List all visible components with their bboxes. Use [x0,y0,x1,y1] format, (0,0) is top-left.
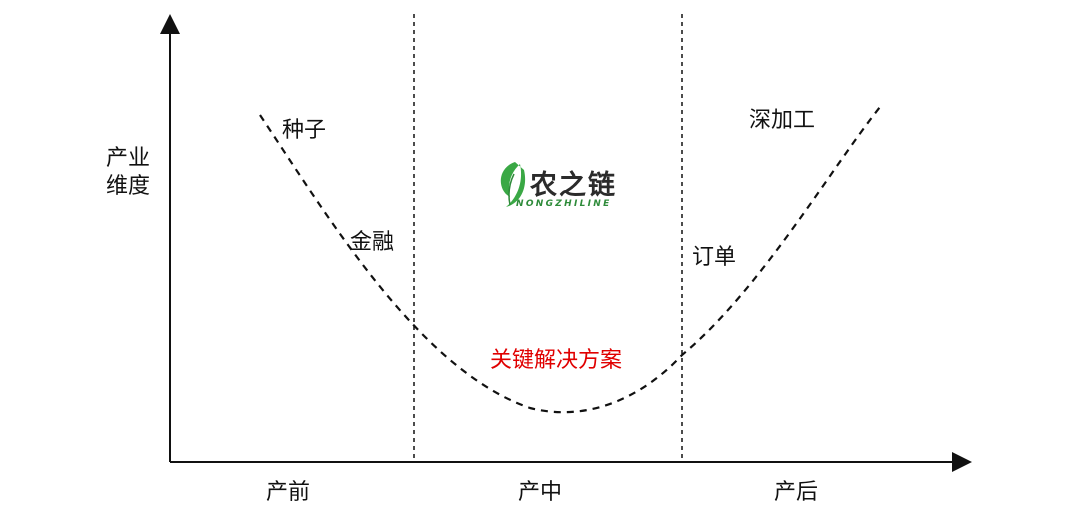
x-section-post: 产后 [774,480,819,505]
key-solution-label: 关键解决方案 [490,348,623,373]
x-section-pre: 产前 [266,480,311,505]
leaf-icon [500,162,526,207]
label-deep-processing: 深加工 [749,108,816,133]
label-order: 订单 [692,245,737,270]
logo-name: 农之链 [530,170,617,201]
value-curve [259,106,881,414]
y-axis-label-line2: 维度 [106,174,151,199]
y-axis-label-line1: 产业 [106,146,151,171]
y-axis-label: 产业 维度 [106,145,166,201]
logo-subtitle: NONGZHILINE [516,199,612,209]
x-section-mid: 产中 [518,480,563,505]
label-finance: 金融 [350,230,395,255]
label-seed: 种子 [282,118,327,143]
